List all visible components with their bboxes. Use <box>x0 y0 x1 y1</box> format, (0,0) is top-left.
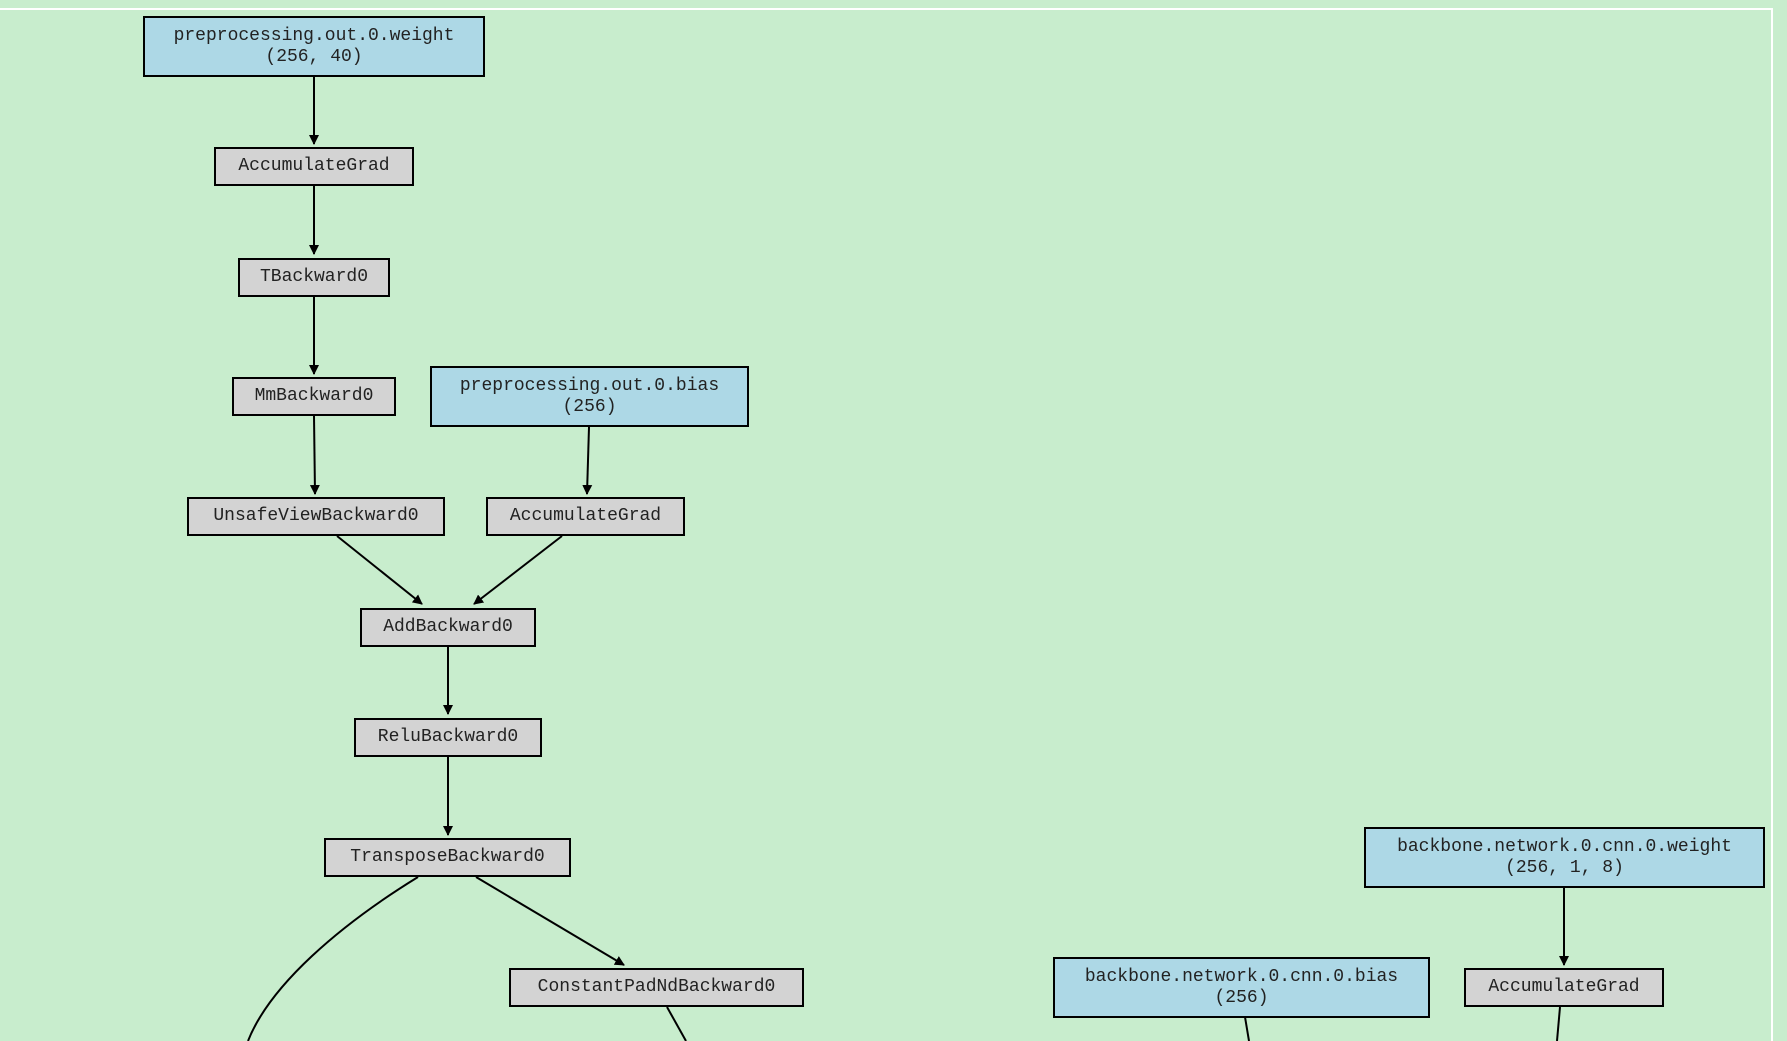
param-node[interactable]: backbone.network.0.cnn.0.weight (256, 1,… <box>1364 827 1765 888</box>
node-shape: (256, 1, 8) <box>1505 857 1624 878</box>
node-label: TransposeBackward0 <box>350 847 545 867</box>
edge-transpose-to-pad <box>475 876 625 966</box>
frame-top-border <box>0 8 1772 10</box>
node-label: TBackward0 <box>259 267 369 287</box>
frame-right-border <box>1771 8 1773 1041</box>
edge-backbone-bias-to-below <box>1244 1016 1250 1041</box>
op-node[interactable]: TBackward0 <box>238 258 390 297</box>
edge-accumulate-backbone-to-below <box>1556 1006 1561 1041</box>
node-shape: (256) <box>562 396 617 417</box>
node-label: ReluBackward0 <box>377 727 519 747</box>
param-node[interactable]: backbone.network.0.cnn.0.bias (256) <box>1053 957 1430 1018</box>
op-node[interactable]: TransposeBackward0 <box>324 838 571 877</box>
node-label: backbone.network.0.cnn.0.bias <box>1084 966 1399 987</box>
op-node[interactable]: ConstantPadNdBackward0 <box>509 968 804 1007</box>
edge-transpose-to-below <box>247 876 419 1041</box>
edge-pre-bias-to-accumulate <box>582 426 593 495</box>
op-node[interactable]: ReluBackward0 <box>354 718 542 757</box>
node-label: backbone.network.0.cnn.0.weight <box>1397 836 1732 857</box>
op-node[interactable]: UnsafeViewBackward0 <box>187 497 445 536</box>
param-node[interactable]: preprocessing.out.0.weight (256, 40) <box>143 16 485 77</box>
node-shape: (256, 40) <box>265 46 363 67</box>
node-label: AccumulateGrad <box>238 156 390 176</box>
edge-pad-to-below <box>666 1006 687 1041</box>
node-label: AddBackward0 <box>383 617 513 637</box>
op-node[interactable]: AccumulateGrad <box>214 147 414 186</box>
node-label: preprocessing.out.0.bias <box>459 375 720 396</box>
op-node[interactable]: AccumulateGrad <box>1464 968 1664 1007</box>
node-label: UnsafeViewBackward0 <box>213 506 419 526</box>
param-node[interactable]: preprocessing.out.0.bias (256) <box>430 366 749 427</box>
node-label: MmBackward0 <box>254 386 374 406</box>
node-shape: (256) <box>1214 987 1269 1008</box>
op-node[interactable]: AddBackward0 <box>360 608 536 647</box>
op-node[interactable]: MmBackward0 <box>232 377 396 416</box>
node-label: AccumulateGrad <box>1488 977 1640 997</box>
edge-mmbackward-to-unsafeview <box>309 415 320 495</box>
node-label: preprocessing.out.0.weight <box>173 25 455 46</box>
edge-unsafeview-to-add <box>336 535 423 605</box>
edge-accumulate-to-add <box>473 535 563 605</box>
node-label: AccumulateGrad <box>509 506 662 526</box>
op-node[interactable]: AccumulateGrad <box>486 497 685 536</box>
node-label: ConstantPadNdBackward0 <box>537 977 776 997</box>
